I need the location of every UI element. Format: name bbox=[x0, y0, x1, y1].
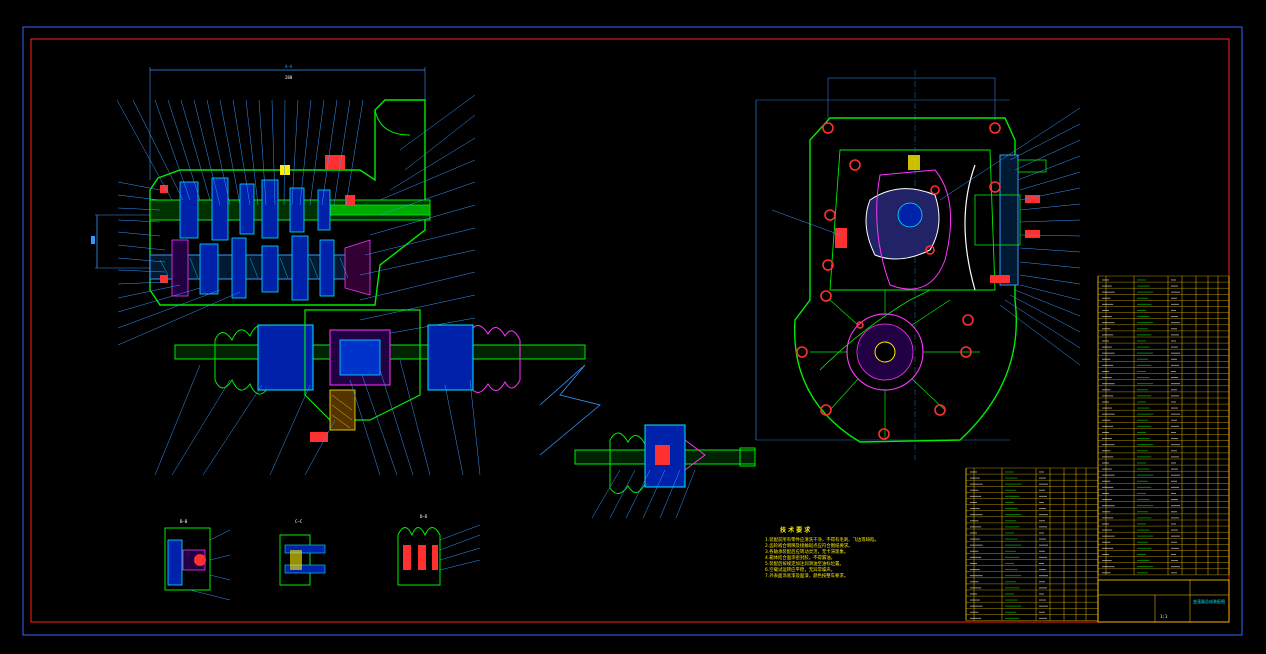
drawing-scale: 1:1 bbox=[1160, 614, 1168, 619]
side-view-leaders bbox=[771, 107, 1081, 366]
part-number-leaders-right bbox=[359, 94, 476, 336]
tech-req-line: 4.箱体结合面涂密封胶，不得漏油。 bbox=[765, 554, 835, 561]
section-label-a: A—A bbox=[285, 64, 293, 69]
right-cv-boot bbox=[469, 325, 521, 393]
section-hatching bbox=[159, 257, 349, 279]
section-label-c: C—C bbox=[295, 519, 303, 524]
section-view-b: B—B bbox=[164, 519, 231, 601]
part-number-leaders-top bbox=[116, 99, 364, 206]
tech-req-line: 3.各轴承装配后应转动灵活，无卡滞现象。 bbox=[765, 548, 848, 555]
outer-border-frame bbox=[22, 26, 1243, 636]
tech-req-line: 5.装配后按规定加注润滑油至油标位置。 bbox=[765, 560, 844, 567]
break-line bbox=[539, 364, 601, 456]
tech-req-line: 6.空载试运转应平稳，无异常噪声。 bbox=[765, 566, 835, 573]
tech-req-line: 1.装配前所有零件应清洗干净，不得有毛刺、飞边等缺陷。 bbox=[765, 536, 879, 543]
main-section-view: A—A 280 bbox=[91, 64, 586, 476]
title-block: 变速器总成装配图 1:1 bbox=[1097, 579, 1230, 623]
section-view-d: D—D bbox=[397, 514, 481, 586]
svg-text:280: 280 bbox=[285, 75, 293, 80]
left-cv-joint bbox=[257, 324, 314, 391]
drawing-title: 变速器总成装配图 bbox=[1193, 598, 1225, 604]
parts-list-upper bbox=[1097, 275, 1230, 576]
parts-list-lower bbox=[965, 467, 1099, 621]
tech-req-line: 2.齿轮啮合侧隙及接触斑点应符合图纸要求。 bbox=[765, 542, 853, 549]
lower-gear-set bbox=[171, 235, 371, 301]
bolt-holes bbox=[796, 122, 1001, 440]
section-label-d: D—D bbox=[420, 514, 428, 519]
tech-req-line: 7.外表面涂底漆及面漆，颜色按整车要求。 bbox=[765, 572, 848, 579]
differential-assembly bbox=[174, 309, 586, 442]
right-cv-joint bbox=[427, 324, 474, 391]
technical-requirements-notes: 技 术 要 求 1.装配前所有零件应清洗干净，不得有毛刺、飞边等缺陷。 2.齿轮… bbox=[765, 526, 879, 579]
gearbox-side-view bbox=[755, 70, 1081, 460]
section-label-b: B—B bbox=[180, 519, 188, 524]
side-housing-outline bbox=[793, 117, 1018, 443]
part-number-leaders-left bbox=[117, 181, 241, 346]
part-number-leaders-bottom bbox=[154, 359, 481, 476]
gearbox-housing-outline bbox=[149, 99, 426, 306]
section-view-c: C—C bbox=[279, 519, 326, 586]
cv-joint-detail-view bbox=[574, 424, 756, 519]
tech-req-title: 技 术 要 求 bbox=[780, 526, 811, 534]
